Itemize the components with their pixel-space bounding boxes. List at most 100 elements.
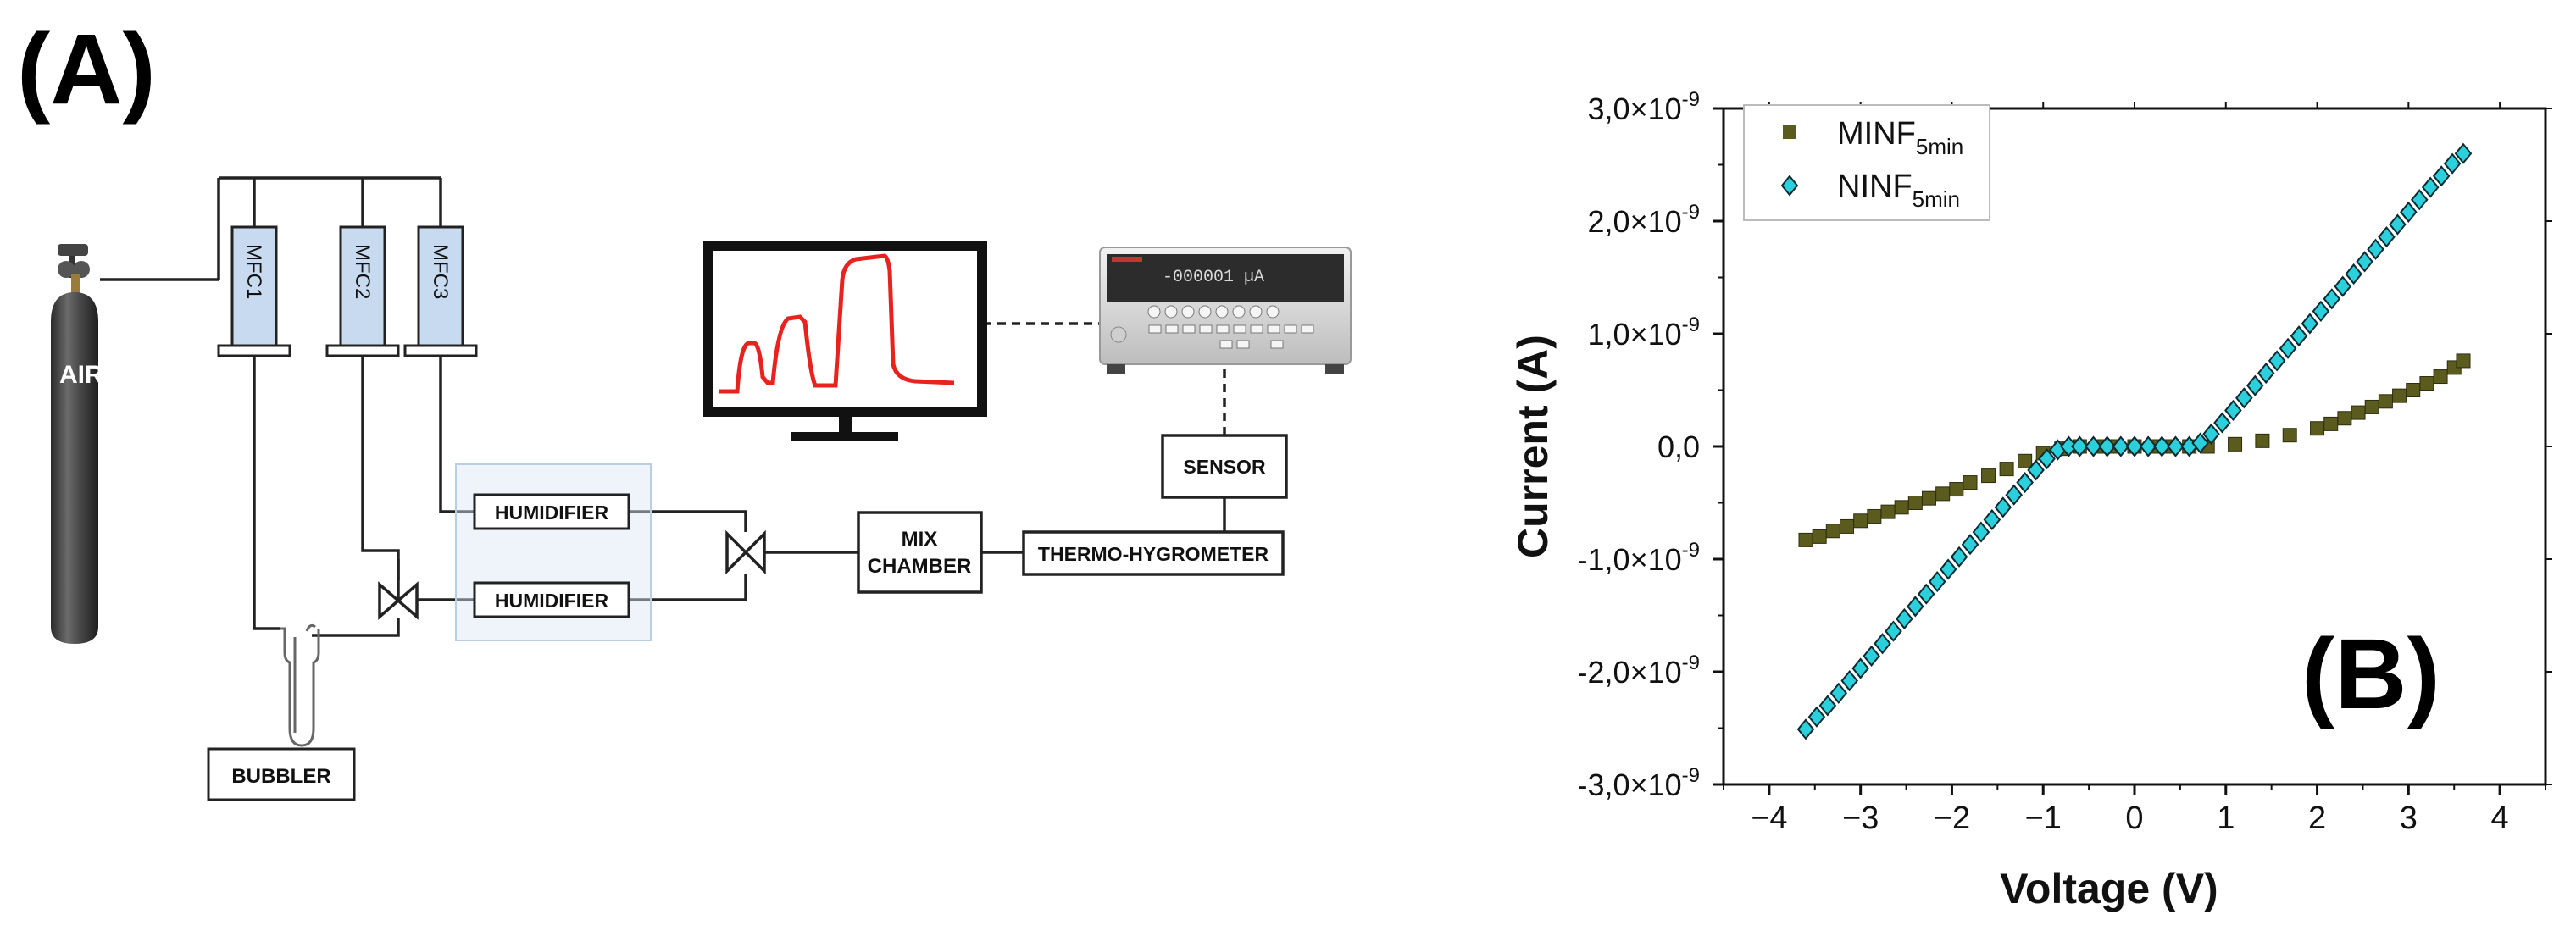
y-tick-label: -1,0×10-9 xyxy=(1578,539,1700,577)
ninf-point xyxy=(2367,238,2384,260)
humidifier-1-label: HUMIDIFIER xyxy=(495,502,609,524)
x-tick-label: 2 xyxy=(2308,801,2326,836)
ninf-point xyxy=(2153,435,2171,457)
minf-point xyxy=(1999,462,2014,477)
x-tick-label: −2 xyxy=(1934,801,1970,836)
ninf-point xyxy=(2389,213,2407,236)
ninf-point xyxy=(1818,695,1837,717)
x-tick-label: −1 xyxy=(2025,801,2062,836)
ninf-point xyxy=(2356,251,2373,273)
ninf-point xyxy=(2312,300,2330,322)
ninf-point xyxy=(2378,226,2396,248)
minf-point xyxy=(2392,388,2407,403)
thermo-hygrometer-box xyxy=(1022,530,1285,576)
minf-point xyxy=(2323,416,2339,431)
minf-point xyxy=(2406,383,2421,397)
mfc-2-base xyxy=(325,344,400,357)
mfc-2-body xyxy=(339,225,386,347)
line-mfc2-to-valve xyxy=(361,356,400,580)
panel-a-label: (A) xyxy=(17,14,156,125)
ninf-point xyxy=(1807,706,1826,728)
ninf-point xyxy=(2301,313,2319,335)
ninf-point xyxy=(2125,435,2144,457)
minf-point xyxy=(1907,496,1923,510)
ninf-point xyxy=(2290,325,2308,347)
ninf-point xyxy=(1939,558,1957,580)
ninf-point xyxy=(2112,435,2130,457)
panel-b-label: (B) xyxy=(2301,618,2440,730)
minf-point xyxy=(2433,369,2448,385)
ninf-point xyxy=(1863,645,1880,667)
minf-point xyxy=(1798,532,1813,547)
line-mfc3-to-humidifier1 xyxy=(439,356,475,513)
ninf-point xyxy=(1961,534,1979,556)
electrometer-foot-right xyxy=(1325,364,1344,374)
minf-point xyxy=(1981,468,1996,484)
x-tick-label: −3 xyxy=(1842,801,1879,836)
y-tick-label: 1,0×10-9 xyxy=(1588,313,1700,352)
ninf-point xyxy=(2279,337,2297,359)
series-ninf xyxy=(1796,142,2473,740)
line-bubbler-to-valve xyxy=(312,618,400,637)
minf-point xyxy=(1935,486,1951,502)
electrometer-display-panel xyxy=(1107,254,1344,302)
ninf-point xyxy=(1874,633,1891,655)
minf-point xyxy=(2351,405,2366,420)
line-humidifier2-to-valve xyxy=(629,574,747,601)
y-tick-label: -3,0×10-9 xyxy=(1578,764,1700,802)
ninf-point xyxy=(2235,387,2253,409)
mfc-2: MFC2 xyxy=(325,225,400,357)
humidifier-2-label: HUMIDIFIER xyxy=(495,590,609,612)
minf-point xyxy=(1825,524,1840,539)
mfc-3-base xyxy=(403,344,478,357)
monitor-neck xyxy=(839,415,852,434)
ninf-point xyxy=(2191,432,2209,454)
ninf-point xyxy=(1972,521,1990,543)
monitor-trace xyxy=(719,253,955,394)
ninf-point xyxy=(2202,423,2220,445)
electrometer-readout: -000001 µA xyxy=(1163,268,1264,287)
y-tick-label: 2,0×10-9 xyxy=(1588,201,1700,239)
electrometer-knob xyxy=(1110,326,1127,343)
ninf-point xyxy=(2257,362,2275,385)
sensor-label: SENSOR xyxy=(1183,456,1266,478)
cylinder-valve-left xyxy=(58,261,75,278)
electrometer-foot-left xyxy=(1107,364,1125,374)
x-tick-label: 0 xyxy=(2125,801,2143,836)
ninf-point xyxy=(2139,435,2157,457)
electrometer-buttons xyxy=(1147,305,1314,349)
left-valve xyxy=(378,559,419,620)
ninf-point xyxy=(2345,263,2362,285)
y-tick-label: 3,0×10-9 xyxy=(1588,88,1700,126)
ninf-point xyxy=(1840,670,1859,692)
ninf-point xyxy=(2085,435,2102,457)
monitor xyxy=(703,241,987,441)
ninf-point xyxy=(2323,288,2341,310)
ninf-point xyxy=(2432,165,2451,187)
thermo-hygrometer-label: THERMO-HYGROMETER xyxy=(1038,543,1269,565)
ninf-point xyxy=(1885,620,1902,642)
humidifier-1-box xyxy=(473,493,630,530)
cylinder-label: AIR xyxy=(59,361,103,389)
minf-point xyxy=(2337,411,2352,426)
ninf-point xyxy=(2167,435,2185,457)
minf-point xyxy=(1963,475,1978,490)
bubbler-label: BUBBLER xyxy=(231,765,330,788)
minf-point xyxy=(1867,508,1882,524)
ninf-point xyxy=(1829,682,1848,704)
minf-point xyxy=(2378,394,2393,409)
sensor-box xyxy=(1161,434,1288,499)
ninf-point xyxy=(1852,657,1869,679)
line-mfc1-to-bubbler xyxy=(253,356,280,630)
mix-chamber-label-line2: CHAMBER xyxy=(868,555,972,578)
ninf-point xyxy=(2213,412,2231,434)
cylinder-valve-handle xyxy=(58,244,88,256)
ninf-point xyxy=(1994,496,2012,518)
cylinder-body xyxy=(51,292,98,644)
ninf-point xyxy=(1928,571,1946,593)
x-tick-label: 4 xyxy=(2491,801,2509,836)
ninf-point xyxy=(1950,546,1968,568)
